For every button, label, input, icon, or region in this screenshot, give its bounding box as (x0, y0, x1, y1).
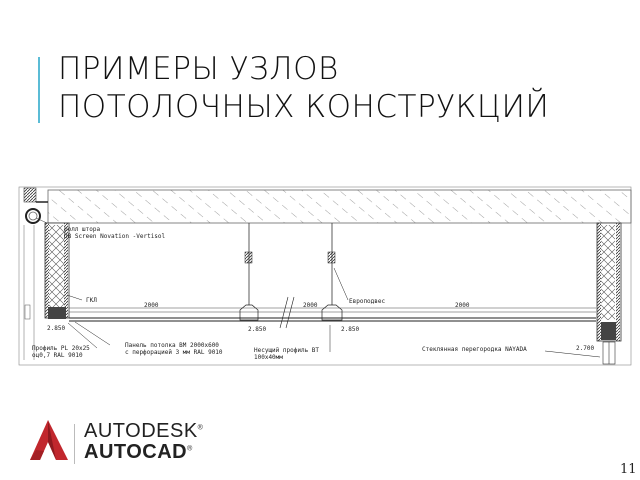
label-gkl: ГКЛ (86, 297, 97, 304)
label-profile-pl: Профиль PL 20х25 (32, 345, 90, 352)
level-2850-mid1: 2.850 (248, 326, 266, 333)
logo-product: AUTOCAD® (84, 441, 193, 463)
label-roller-blind-model: DB Screen Novation -Vertisol (64, 233, 166, 240)
logo-brand: AUTODESK® (84, 420, 204, 442)
level-2850-mid2: 2.850 (341, 326, 359, 333)
label-europodves: Европодвес (349, 298, 386, 305)
title-line-2: ПОТОЛОЧНЫХ КОНСТРУКЦИЙ (58, 89, 550, 125)
autocad-logo-icon (30, 420, 68, 460)
label-profile-pl-spec: оц0,7 RAL 9010 (32, 352, 83, 359)
drawing-frame (18, 186, 632, 366)
dim-2000-right: 2000 (455, 302, 470, 309)
slide-title: ПРИМЕРЫ УЗЛОВ ПОТОЛОЧНЫХ КОНСТРУКЦИЙ (58, 50, 549, 126)
hanger-2 (321, 223, 343, 321)
title-line-1: ПРИМЕРЫ УЗЛОВ (58, 51, 339, 87)
level-2700: 2.700 (576, 345, 594, 352)
label-glass-partition: Стеклянная перегородка NAYADA (422, 346, 527, 353)
label-roller-blind: ролл штора (64, 226, 101, 233)
concrete-slab (47, 189, 632, 224)
logo-separator (74, 424, 75, 464)
label-ceiling-panel-spec: с перфорацией 3 мм RAL 9010 (125, 349, 223, 356)
label-ceiling-panel: Панель потолка ВМ 2000х600 (125, 342, 219, 349)
dim-2000-mid: 2000 (303, 302, 318, 309)
label-carrier-profile: Несущий профиль ВТ (254, 347, 319, 354)
page-number: 11 (620, 462, 637, 477)
level-2850-left: 2.850 (47, 325, 65, 332)
title-accent-bar (38, 57, 40, 123)
hanger-1 (239, 223, 259, 321)
dim-2000-left: 2000 (144, 302, 159, 309)
label-carrier-profile-size: 100х40мм (254, 354, 283, 361)
